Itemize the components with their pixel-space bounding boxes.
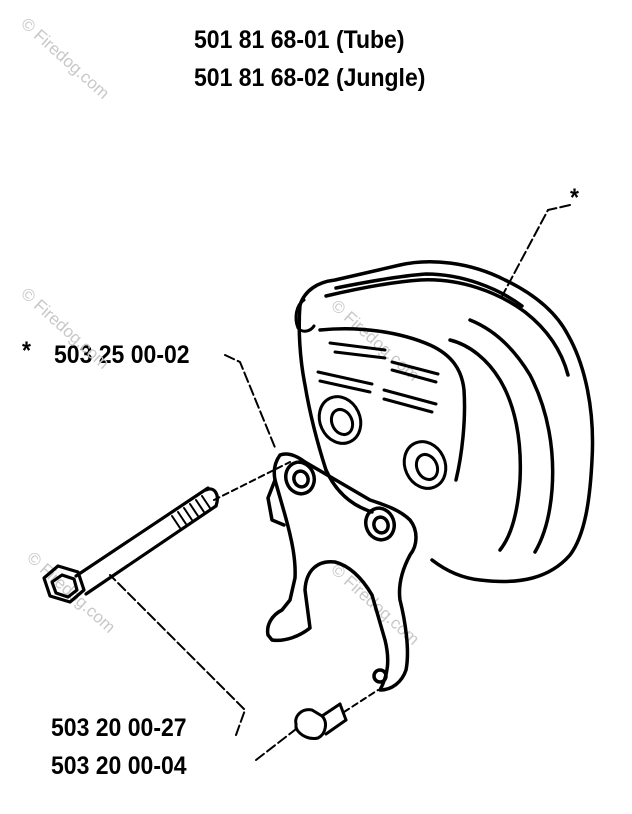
screw-part-number: 503 20 00-04 bbox=[51, 752, 187, 780]
screw bbox=[294, 702, 348, 740]
bracket-part-number: 503 25 00-02 bbox=[54, 341, 190, 369]
leader-muffler bbox=[499, 204, 571, 301]
bolt bbox=[42, 486, 219, 604]
muffler-jungle-part-number: 501 81 68-02 (Jungle) bbox=[194, 64, 426, 92]
muffler-body bbox=[297, 260, 595, 584]
bracket-asterisk: * bbox=[22, 337, 31, 365]
muffler-mounting-holes bbox=[317, 395, 448, 490]
leader-lines bbox=[109, 204, 571, 761]
muffler-asterisk: * bbox=[570, 184, 579, 212]
bracket-plate bbox=[265, 452, 418, 692]
leader-bolt-to-bracket bbox=[213, 461, 291, 501]
muffler-part-number: 501 81 68-01 (Tube) bbox=[194, 26, 405, 54]
bolt-threads bbox=[171, 495, 211, 529]
leader-bracket bbox=[224, 354, 277, 451]
leader-bolt bbox=[109, 574, 246, 736]
bolt-part-number: 503 20 00-27 bbox=[51, 714, 187, 742]
leader-screw-to-bracket bbox=[343, 689, 379, 713]
muffler-stud bbox=[294, 298, 316, 333]
leader-screw bbox=[255, 725, 301, 761]
muffler-grille-slots bbox=[316, 341, 440, 414]
